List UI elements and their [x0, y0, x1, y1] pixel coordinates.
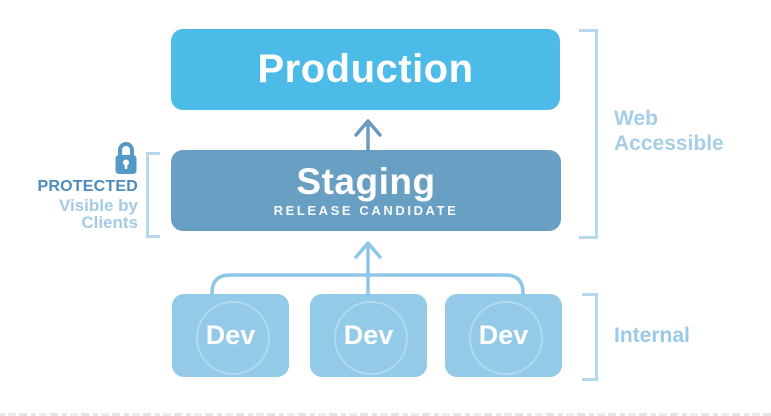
dev-label: Dev: [343, 320, 394, 350]
dev-circle-decoration: [468, 300, 543, 375]
production-label: Production: [257, 47, 474, 91]
web-accessible-label: Web Accessible: [614, 107, 724, 155]
dev-circle-decoration: [195, 300, 270, 375]
dev-node-2: Dev: [310, 294, 427, 377]
dev-node-1: Dev: [172, 294, 289, 377]
protected-annotation: PROTECTED Visible by Clients: [18, 178, 138, 232]
internal-label: Internal: [614, 324, 690, 347]
staging-sublabel: RELEASE CANDIDATE: [273, 203, 459, 218]
lock-icon: [115, 142, 137, 174]
production-node: Production: [171, 29, 560, 110]
bracket-web-accessible: [579, 29, 598, 239]
bracket-protected: [146, 152, 160, 238]
bracket-internal: [582, 293, 598, 381]
dev-circle-decoration: [333, 300, 408, 375]
protected-title: PROTECTED: [37, 178, 138, 195]
arrow-staging-to-production: [354, 119, 382, 152]
bottom-edge-artifact: [0, 413, 771, 416]
staging-label: Staging: [296, 161, 436, 202]
dev-node-3: Dev: [445, 294, 562, 377]
dev-label: Dev: [205, 320, 256, 350]
staging-node: Staging RELEASE CANDIDATE: [171, 150, 561, 231]
arrow-dev-to-staging: [210, 241, 525, 296]
protected-subtitle: Visible by Clients: [58, 196, 138, 232]
dev-label: Dev: [478, 320, 529, 350]
